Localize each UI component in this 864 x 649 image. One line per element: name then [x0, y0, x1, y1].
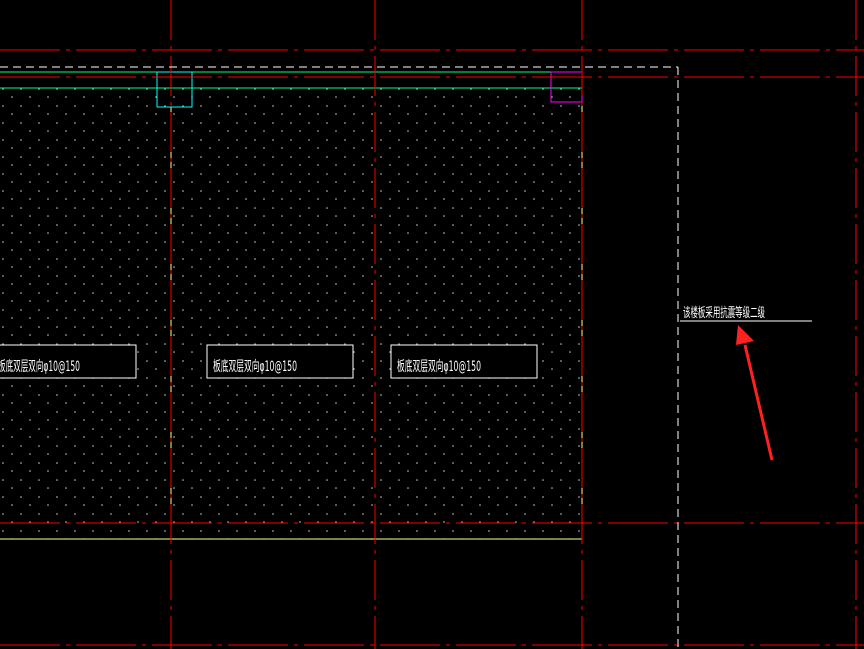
slab-label-3[interactable]: 板底双层双向φ10@150 — [390, 344, 538, 379]
annotation-arrow-shaft — [743, 344, 774, 461]
slab-label-text: 板底双层双向φ10@150 — [397, 359, 481, 375]
column-cyan[interactable] — [156, 71, 193, 108]
annotation-arrow-icon — [736, 325, 774, 461]
slab-label-box — [206, 344, 354, 379]
slab-hatch-area — [0, 88, 582, 539]
slab-label-text: 板底双层双向φ10@150 — [213, 359, 297, 375]
slab-label-box — [390, 344, 538, 379]
axis-lines-vertical — [170, 0, 857, 649]
axis-lines-horizontal — [0, 49, 864, 646]
seismic-note-text: 该楼板采用抗震等级二级 — [683, 305, 765, 321]
slab-label-2[interactable]: 板底双层双向φ10@150 — [206, 344, 354, 379]
slab-label-text: 板底双层双向φ10@150 — [0, 359, 80, 375]
seismic-note[interactable]: 该楼板采用抗震等级二级 — [680, 305, 812, 322]
slab-label-box — [0, 344, 137, 379]
annotation-arrowhead — [736, 325, 754, 345]
dashed-boundary — [0, 66, 679, 649]
slab-label-1[interactable]: 板底双层双向φ10@150 — [0, 344, 137, 379]
